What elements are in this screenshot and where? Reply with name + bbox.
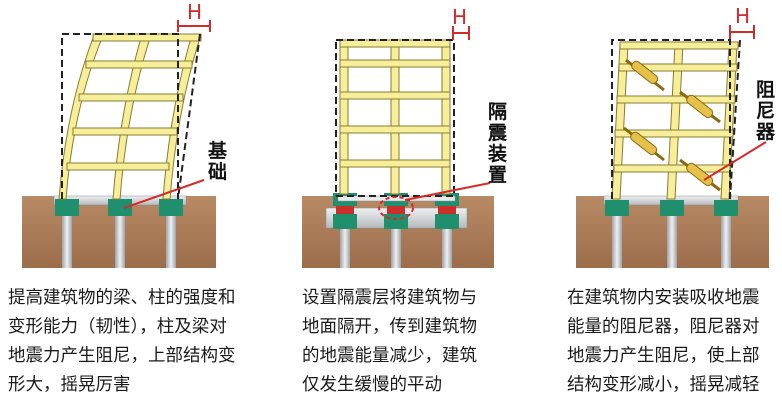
foundation-blocks	[605, 200, 738, 216]
caption-line: 地震力产生阻尼，使上部	[567, 346, 760, 366]
seismic-diagram: H 基 础	[22, 0, 776, 268]
highlight-circle	[378, 196, 414, 220]
deformed-outline	[177, 33, 201, 200]
damper-icon	[679, 90, 721, 124]
caption-line: 变形能力（韧性），柱及梁对	[8, 317, 227, 337]
caption-line: 的地震能量减少，建筑	[302, 346, 477, 366]
caption-strengthening: 提高建筑物的梁、柱的强度和 变形能力（韧性），柱及梁对 地震力产生阻尼，上部结构…	[8, 284, 236, 400]
part-label-line: 器	[755, 121, 776, 143]
drift-label: H	[187, 0, 202, 24]
caption-damping: 在建筑物内安装吸收地震 能量的阻尼器，阻尼器对 地震力产生阻尼，使上部 结构变形…	[567, 284, 760, 400]
part-label: 阻 尼 器	[755, 79, 776, 143]
panel-damping: H 阻 尼 器	[576, 4, 776, 268]
damper-icon	[623, 126, 665, 162]
leader-line	[404, 182, 491, 201]
drift-label: H	[735, 4, 750, 28]
part-label-line: 隔	[488, 101, 507, 123]
part-label: 基 础	[207, 139, 228, 183]
drift-label: H	[452, 5, 467, 29]
drift-marker: H	[452, 5, 470, 40]
caption-line: 仅发生缓慢的平动	[302, 375, 442, 395]
caption-line: 地震力产生阻尼，上部结构变	[8, 346, 236, 366]
caption-line: 能量的阻尼器，阻尼器对	[567, 317, 760, 337]
original-outline	[61, 33, 179, 199]
caption-line: 结构变形减小，摇晃减轻	[567, 375, 760, 395]
frame-rigid	[339, 39, 451, 195]
damper-icon	[625, 58, 665, 92]
caption-line: 形大，摇晃厉害	[8, 375, 131, 395]
drift-marker: H	[729, 4, 755, 39]
part-label-line: 阻	[756, 79, 775, 101]
caption-line: 设置隔震层将建筑物与	[302, 288, 477, 308]
caption-line: 在建筑物内安装吸收地震	[567, 288, 760, 308]
foundation-blocks	[55, 199, 183, 216]
part-label-line: 置	[488, 164, 507, 186]
caption-line: 提高建筑物的梁、柱的强度和	[8, 288, 236, 308]
part-label-line: 础	[208, 161, 227, 183]
part-label-line: 尼	[756, 100, 775, 122]
piles	[612, 216, 731, 268]
original-outline	[335, 39, 455, 197]
part-label: 隔 震 装 置	[487, 101, 508, 186]
piles	[62, 214, 176, 268]
damper-icon	[679, 158, 721, 192]
leader-line	[703, 141, 767, 181]
leader-line	[123, 179, 205, 209]
part-label-line: 装	[487, 142, 507, 165]
caption-line: 地面隔开，传到建筑物	[302, 317, 477, 337]
original-outline	[611, 39, 731, 199]
panel-isolation: H 隔 震 装 置	[302, 5, 508, 268]
panel-strengthening: H 基 础	[22, 0, 228, 268]
piles	[340, 228, 452, 268]
dampers	[623, 58, 721, 192]
drift-marker: H	[177, 0, 211, 32]
caption-isolation: 设置隔震层将建筑物与 地面隔开，传到建筑物 的地震能量减少，建筑 仅发生缓慢的平…	[302, 284, 477, 400]
lower-blocks	[333, 214, 459, 229]
part-label-line: 震	[488, 122, 508, 144]
isolators	[336, 205, 456, 214]
frame-deformed	[58, 33, 202, 200]
part-label-line: 基	[207, 139, 228, 162]
deformed-outline	[729, 39, 741, 200]
